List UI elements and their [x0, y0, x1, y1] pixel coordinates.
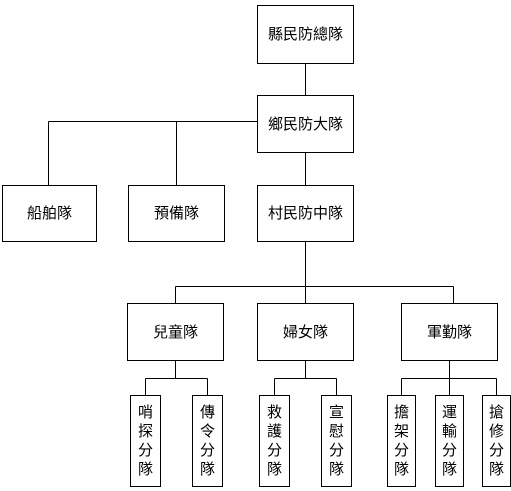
messenger-unit-node: 傳令分隊 [192, 395, 223, 487]
vertical-text-char: 隊 [328, 460, 344, 478]
vertical-text-char: 分 [393, 441, 409, 459]
vertical-text-char: 輸 [441, 422, 457, 440]
reserve-team-node: 預備隊 [128, 185, 225, 242]
sentry-unit-node: 哨探分隊 [130, 395, 161, 487]
vertical-text-char: 令 [199, 422, 215, 440]
vertical-text-char: 分 [266, 441, 282, 459]
transport-unit-node: 運輸分隊 [435, 395, 464, 487]
vertical-text-char: 宣 [328, 403, 344, 421]
women-squad-node: 婦女隊 [257, 303, 354, 361]
comfort-unit-node: 宣慰分隊 [321, 395, 352, 487]
repair-unit-node: 搶修分隊 [482, 395, 511, 487]
vertical-text-char: 隊 [199, 460, 215, 478]
vertical-text-char: 搶 [488, 403, 504, 421]
vertical-text-char: 分 [328, 441, 344, 459]
vertical-text-char: 哨 [137, 403, 153, 421]
vertical-text-char: 分 [441, 441, 457, 459]
village-civil-defense-company-node: 村民防中隊 [257, 185, 354, 242]
vertical-text-char: 架 [393, 422, 409, 440]
vertical-text-char: 修 [488, 422, 504, 440]
township-civil-defense-brigade-node: 鄉民防大隊 [257, 95, 354, 153]
county-civil-defense-corps-node: 縣民防總隊 [257, 5, 354, 64]
vertical-text-char: 傳 [199, 403, 215, 421]
youth-squad-node: 兒童隊 [127, 303, 224, 361]
logistics-squad-node: 軍勤隊 [401, 303, 498, 361]
vertical-text-char: 分 [137, 441, 153, 459]
vertical-text-char: 護 [266, 422, 282, 440]
stretcher-unit-node: 擔架分隊 [387, 395, 416, 487]
vertical-text-char: 運 [441, 403, 457, 421]
vertical-text-char: 探 [137, 422, 153, 440]
vertical-text-char: 隊 [488, 460, 504, 478]
ship-team-node: 船舶隊 [2, 185, 97, 242]
vertical-text-char: 慰 [328, 422, 344, 440]
vertical-text-char: 擔 [393, 403, 409, 421]
vertical-text-char: 分 [488, 441, 504, 459]
vertical-text-char: 隊 [441, 460, 457, 478]
vertical-text-char: 分 [199, 441, 215, 459]
vertical-text-char: 救 [266, 403, 282, 421]
vertical-text-char: 隊 [393, 460, 409, 478]
vertical-text-char: 隊 [266, 460, 282, 478]
vertical-text-char: 隊 [137, 460, 153, 478]
rescue-unit-node: 救護分隊 [259, 395, 290, 487]
